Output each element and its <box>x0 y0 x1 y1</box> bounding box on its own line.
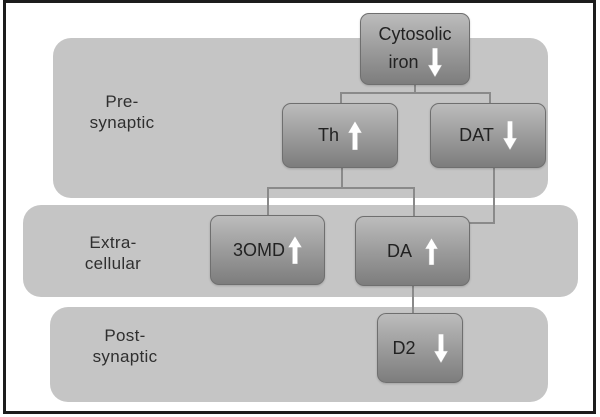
connector-to-dat <box>489 92 491 104</box>
node-da: DA <box>355 216 470 286</box>
connector-cytosolic-split <box>340 92 491 94</box>
connector-cytosolic-stub <box>414 85 416 93</box>
node-label: Th <box>317 125 339 145</box>
connector-dat-to-da <box>469 222 495 224</box>
node-label-line: Cytosolic <box>378 24 452 44</box>
node-label: 3OMD <box>232 239 285 260</box>
region-label-line: synaptic <box>89 113 155 132</box>
node-d2: D2 <box>377 313 463 383</box>
node-dat: DAT <box>430 103 546 168</box>
region-label-line: synaptic <box>92 347 158 366</box>
region-post-synaptic <box>50 307 548 402</box>
down-arrow-icon <box>502 121 517 150</box>
node-3omd: 3OMD <box>210 215 325 285</box>
down-arrow-icon <box>427 48 442 77</box>
connector-to-3omd <box>267 187 269 216</box>
connector-to-da <box>413 187 415 217</box>
region-label-line: Post- <box>104 326 146 345</box>
connector-th-split <box>267 187 415 189</box>
connector-to-th <box>340 92 342 104</box>
up-arrow-icon <box>288 236 302 264</box>
node-label: D2 <box>392 337 416 358</box>
connector-dat-down <box>493 168 495 224</box>
region-label-line: Pre- <box>105 92 139 111</box>
down-arrow-icon <box>433 333 448 363</box>
node-cytosolic-iron: Cytosolic iron <box>360 13 470 85</box>
region-label-post-synaptic: Post- synaptic <box>60 325 190 367</box>
region-label-pre-synaptic: Pre- synaptic <box>57 91 187 133</box>
node-label: DA <box>386 240 412 261</box>
region-label-extracellular: Extra- cellular <box>48 232 178 274</box>
region-label-line: cellular <box>84 254 142 273</box>
node-label-line: iron <box>388 52 419 72</box>
region-label-line: Extra- <box>89 233 137 252</box>
node-label: DAT <box>459 125 494 145</box>
up-arrow-icon <box>348 121 362 150</box>
connector-da-to-d2 <box>412 285 414 314</box>
up-arrow-icon <box>425 237 438 265</box>
node-th: Th <box>282 103 398 168</box>
connector-th-stub <box>341 168 343 189</box>
